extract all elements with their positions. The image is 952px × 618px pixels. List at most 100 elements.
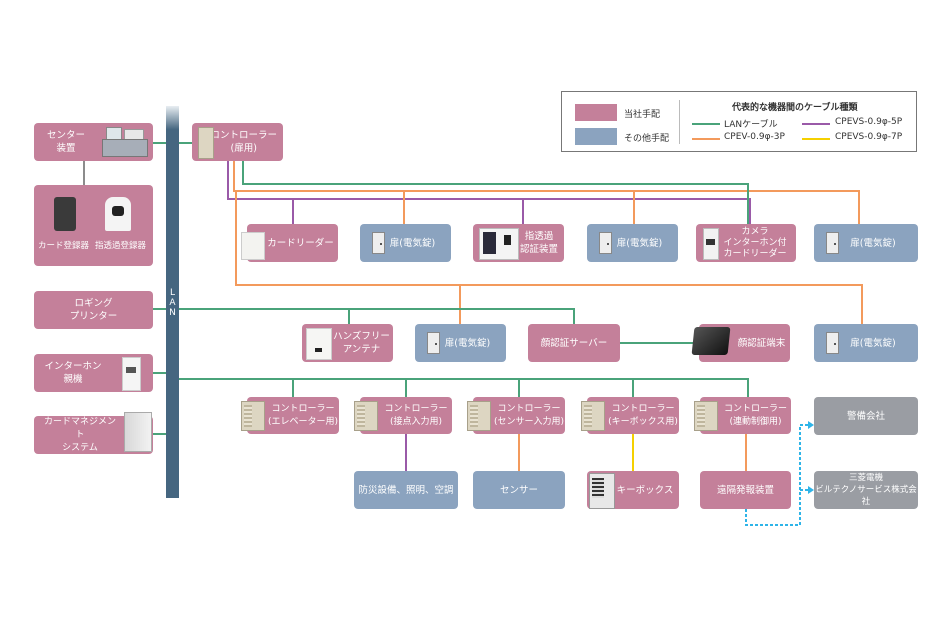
card-registrar-label: カード登録器: [38, 241, 90, 251]
controller-cabinet-icon: [241, 401, 265, 431]
keybox-icon: [589, 473, 615, 509]
logging-printer-label: ロギング プリンター: [69, 298, 118, 322]
disaster-equipment: 防災設備、照明、空調: [354, 471, 458, 509]
legend-other-label: その他手配: [624, 134, 670, 144]
door-lock-2-label: 扉(電気錠): [616, 237, 663, 249]
controller-cabinet-icon: [467, 401, 491, 431]
arrow-head-security: [808, 421, 814, 429]
intercom-unit-icon: [122, 357, 141, 391]
controller-keybox-label: コントローラー (キーボックス用): [608, 403, 678, 427]
door-icon: [826, 232, 839, 254]
door-lock-4-label: 扉(電気錠): [444, 337, 491, 349]
legend-line-cpevs5p: [802, 123, 830, 125]
keybox-label: キーボックス: [616, 484, 674, 496]
lan-line-row3: [179, 378, 749, 397]
door-lock-1-label: 扉(電気錠): [389, 237, 436, 249]
legend-divider: [679, 100, 680, 144]
door-lock-3-label: 扉(電気錠): [850, 237, 896, 249]
legend-cpev3p-label: CPEV-0.9φ-3P: [724, 132, 785, 142]
controller-contact-label: コントローラー (接点入力用): [384, 403, 448, 427]
controller-linkage: コントローラー (連動制御用): [694, 397, 791, 434]
intercom-master-label: インターホン 親機: [44, 361, 102, 385]
finger-auth-label: 指透過 認証装置: [519, 231, 558, 255]
controller-door-label: コントローラー (扉用): [210, 130, 277, 154]
door-lock-5: 扉(電気錠): [814, 324, 918, 362]
camera-intercom-label: カメラ インターホン付 カードリーダー: [723, 226, 787, 259]
door-lock-5-label: 扉(電気錠): [850, 337, 896, 349]
orange-bus-row1: [233, 161, 860, 224]
keybox: キーボックス: [587, 471, 679, 509]
legend-swatch-our: [575, 104, 617, 121]
purple-bus-row1: [227, 161, 751, 224]
handsfree-antenna-label: ハンズフリー アンテナ: [333, 331, 390, 355]
legend-lan-label: LANケーブル: [724, 120, 778, 130]
disaster-equipment-label: 防災設備、照明、空調: [358, 484, 454, 496]
fingerprint-registrar-icon: [105, 197, 131, 231]
center-device: センター 装置: [34, 123, 153, 161]
server-icon: [124, 412, 152, 452]
computer-desk-icon: [102, 127, 148, 157]
card-management-system: カードマネジメント システム: [34, 412, 153, 454]
sensor: センサー: [473, 471, 565, 509]
finger-registrar-label: 指透過登録器: [95, 241, 147, 251]
face-auth-server: 顔認証サーバー: [528, 324, 620, 362]
face-auth-terminal: 顔認証端末: [691, 324, 790, 362]
controller-cabinet-icon: [581, 401, 605, 431]
remote-alarm-device: 遠隔発報装置: [700, 471, 791, 509]
lan-backbone: [166, 106, 179, 498]
controller-contact-input: コントローラー (接点入力用): [354, 397, 452, 434]
controller-keybox: コントローラー (キーボックス用): [581, 397, 679, 434]
door-lock-2: 扉(電気錠): [587, 224, 678, 262]
door-lock-1: 扉(電気錠): [360, 224, 451, 262]
handsfree-antenna: ハンズフリー アンテナ: [302, 324, 393, 362]
antenna-icon: [306, 328, 332, 360]
legend-our-label: 当社手配: [624, 110, 661, 120]
green-controller-camera: [242, 161, 749, 224]
finger-auth-icon: [479, 228, 519, 260]
face-terminal-label: 顔認証端末: [737, 337, 786, 349]
controller-sensor-label: コントローラー (センサー入力用): [493, 403, 565, 427]
controller-sensor-input: コントローラー (センサー入力用): [467, 397, 565, 434]
legend-cpevs5p-label: CPEVS-0.9φ-5P: [835, 117, 903, 127]
center-device-label: センター 装置: [46, 130, 85, 154]
security-company: 警備会社: [814, 397, 918, 435]
door-lock-4: 扉(電気錠): [415, 324, 506, 362]
card-reader-label: カードリーダー: [267, 237, 334, 249]
security-company-label: 警備会社: [846, 410, 885, 422]
camera-intercom-icon: [703, 228, 719, 260]
mitsubishi-label: 三菱電機 ビルテクノサービス株式会社: [815, 473, 917, 507]
orange-drop-row2: [235, 191, 863, 324]
remote-alarm-label: 遠隔発報装置: [716, 484, 774, 496]
controller-door: コントローラー (扉用): [192, 123, 283, 161]
face-server-label: 顔認証サーバー: [540, 337, 608, 349]
door-icon: [599, 232, 612, 254]
arrow-head-mitsubishi: [808, 486, 814, 494]
logging-printer: ロギング プリンター: [34, 291, 153, 329]
legend-line-lan: [692, 123, 720, 125]
dashed-signal-line: [745, 424, 808, 526]
controller-linkage-label: コントローラー (連動制御用): [723, 403, 787, 427]
mitsubishi-building-techno: 三菱電機 ビルテクノサービス株式会社: [814, 471, 918, 509]
tablet-icon: [691, 327, 731, 355]
legend-line-cpevs7p: [802, 138, 830, 140]
legend-cpevs7p-label: CPEVS-0.9φ-7P: [835, 132, 903, 142]
card-reader-icon: [241, 232, 265, 260]
lan-label: L A N: [169, 288, 176, 318]
door-icon: [427, 332, 440, 354]
controller-cabinet-icon: [354, 401, 378, 431]
legend-line-cpev3p: [692, 138, 720, 140]
lan-line-row2: [179, 308, 575, 324]
legend: 当社手配 その他手配 代表的な機器間のケーブル種類 LANケーブル CPEVS-…: [561, 91, 917, 152]
door-lock-3: 扉(電気錠): [814, 224, 918, 262]
controller-elevator: コントローラー (エレベーター用): [241, 397, 339, 434]
controller-elevator-label: コントローラー (エレベーター用): [267, 403, 339, 427]
finger-auth-device: 指透過 認証装置: [473, 224, 564, 262]
door-icon: [826, 332, 839, 354]
camera-intercom-card-reader: カメラ インターホン付 カードリーダー: [696, 224, 796, 262]
controller-cabinet-icon: [198, 127, 214, 159]
door-icon: [372, 232, 385, 254]
legend-title: 代表的な機器間のケーブル種類: [732, 103, 858, 113]
intercom-master: インターホン 親機: [34, 354, 153, 392]
card-reader: カードリーダー: [241, 224, 338, 262]
